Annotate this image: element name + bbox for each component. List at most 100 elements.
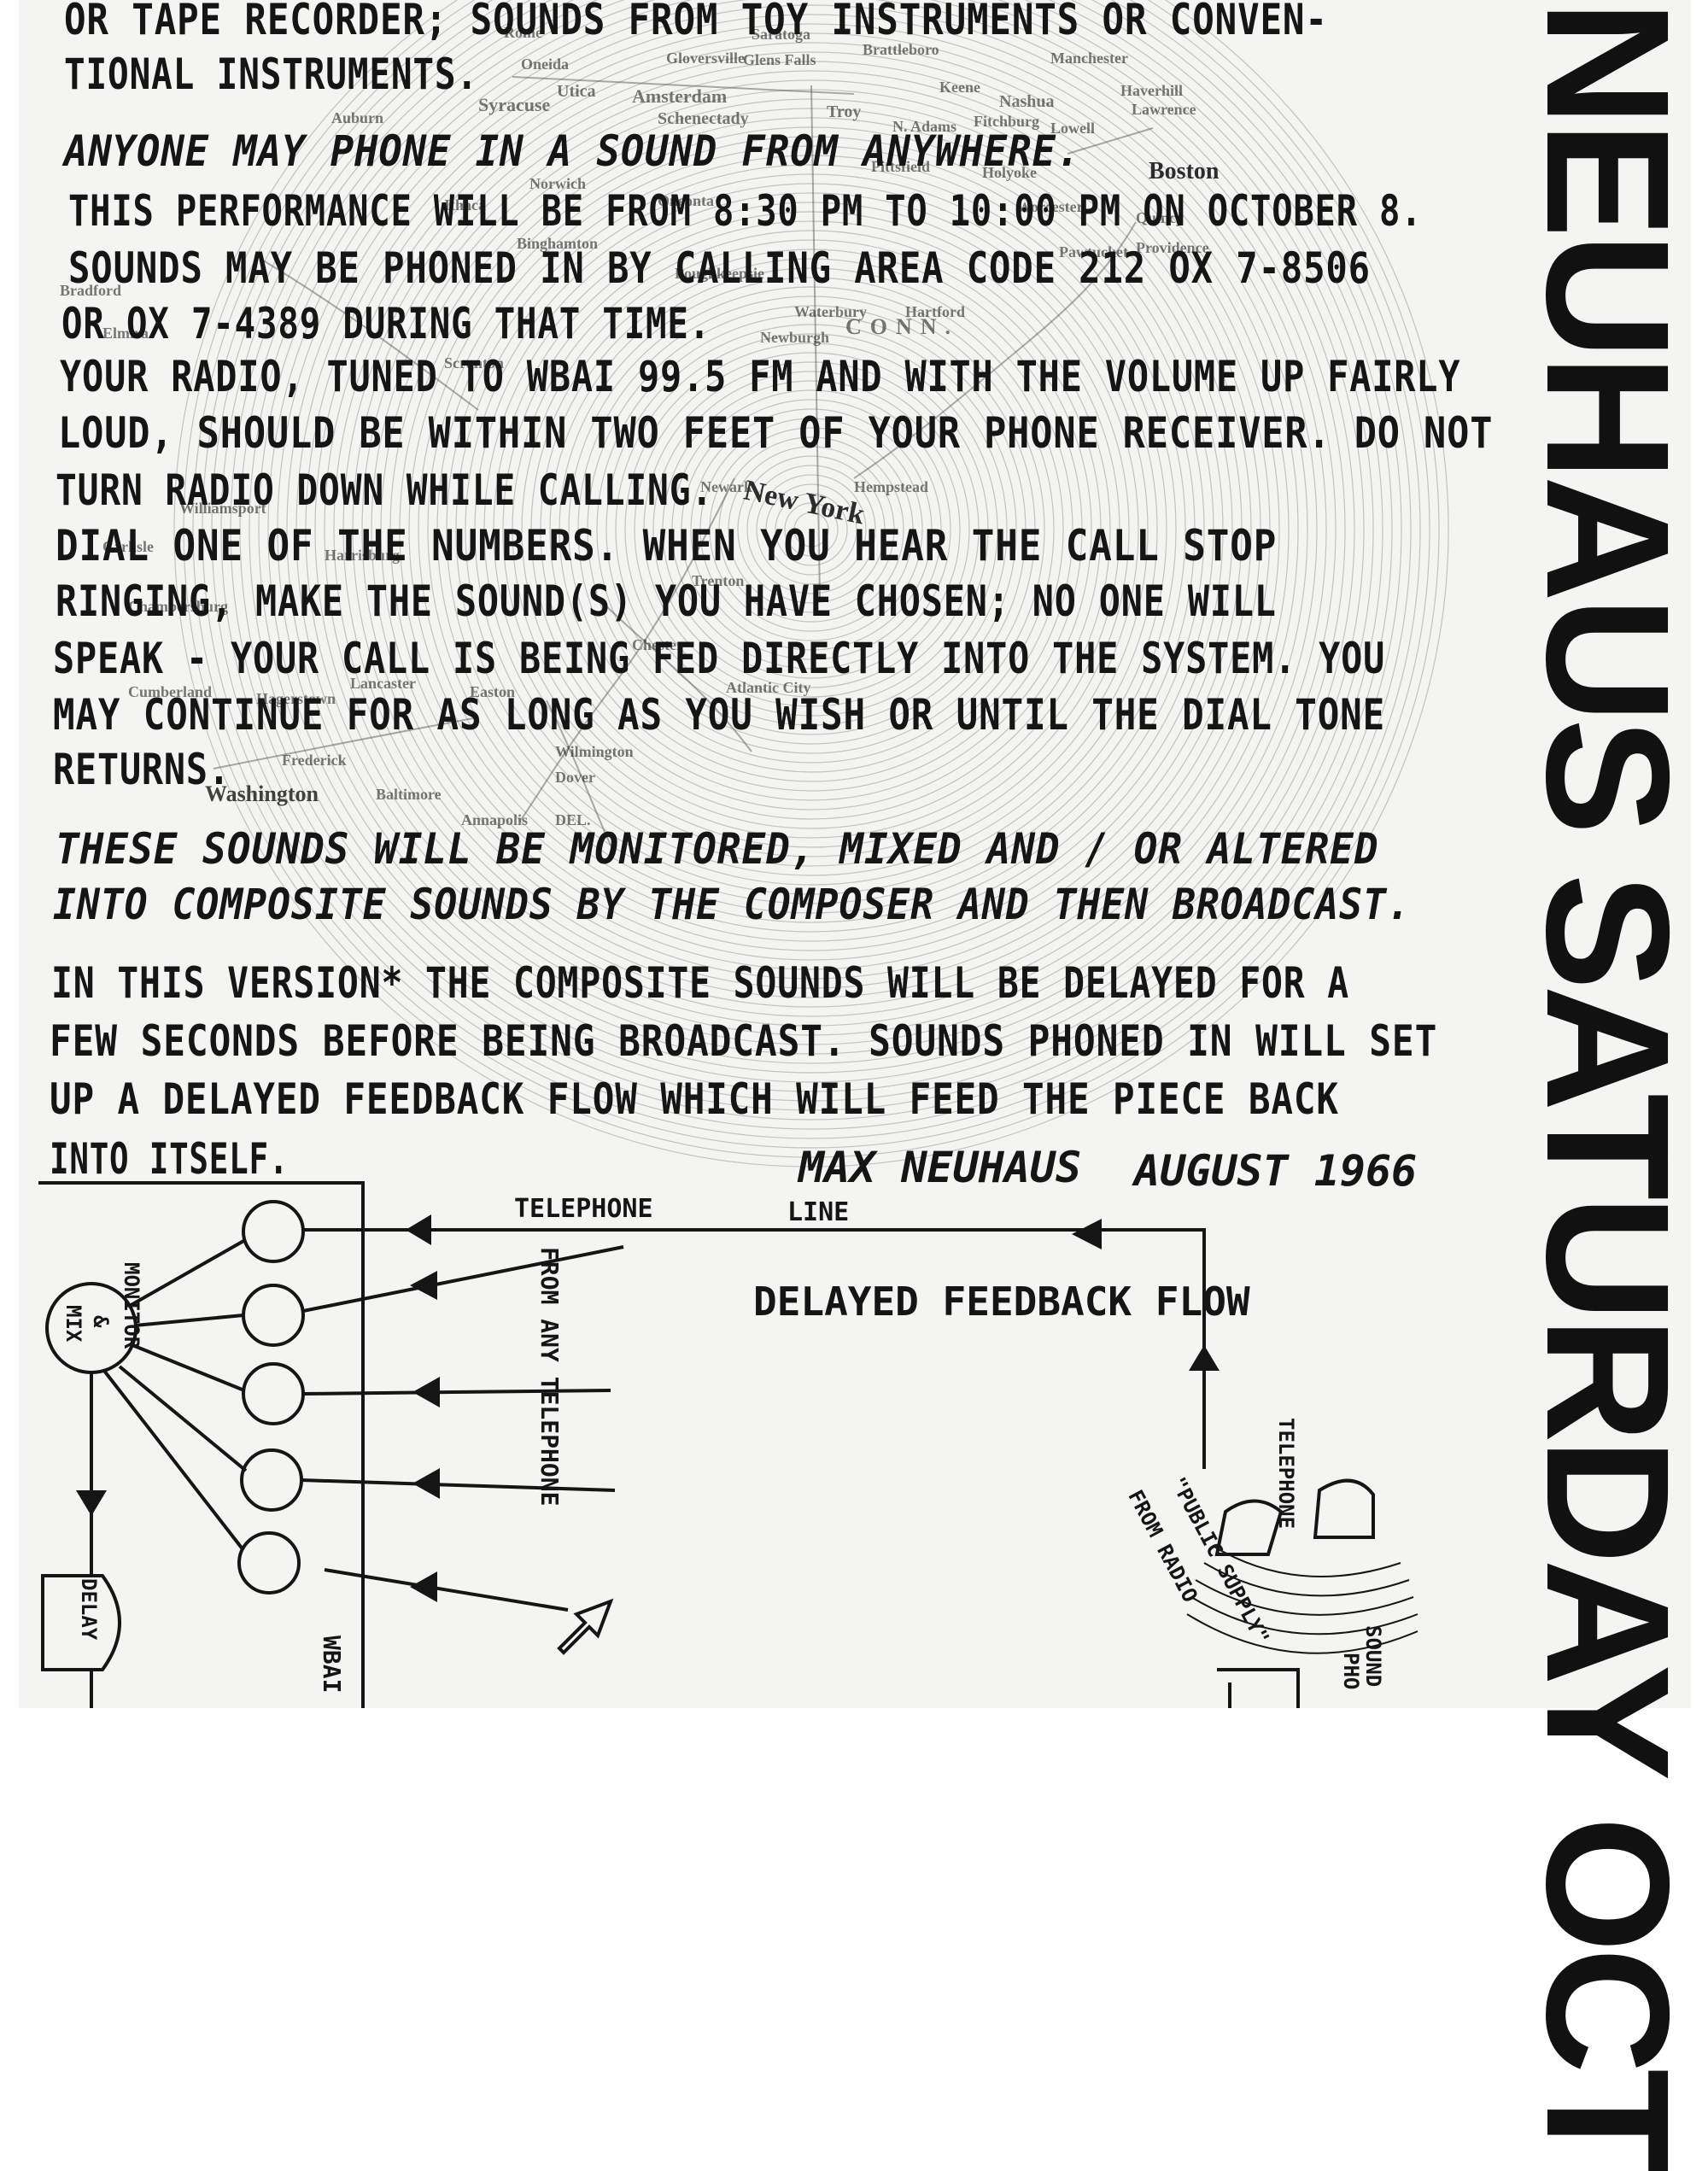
instruction-line: OR OX 7-4389 DURING THAT TIME.	[61, 299, 711, 348]
map-place-name: Harrisburg	[325, 547, 400, 564]
map-place-name: Lawrence	[1132, 101, 1196, 118]
delayed-feedback-flow-label: DELAYED FEEDBACK FLOW	[753, 1279, 1250, 1325]
concentric-ring	[530, 249, 1092, 810]
concentric-ring	[267, 0, 1355, 1074]
concentric-ring	[756, 474, 867, 585]
concentric-ring	[352, 70, 1271, 989]
delay-box	[41, 1574, 121, 1671]
map-place-name: Providence	[1136, 239, 1209, 256]
input-circle-4	[240, 1448, 303, 1512]
instruction-line: RINGING, MAKE THE SOUND(S) YOU HAVE CHOS…	[56, 576, 1277, 626]
signature-date: AUGUST 1966	[1134, 1146, 1418, 1196]
concentric-ring	[681, 399, 942, 660]
instruction-line: FEW SECONDS BEFORE BEING BROADCAST. SOUN…	[50, 1016, 1438, 1066]
concentric-ring	[568, 286, 1055, 773]
map-place-name: Schenectady	[658, 109, 749, 128]
map-road	[810, 85, 821, 599]
map-place-name: Manchester	[1050, 50, 1128, 67]
pho-label: PHO	[1339, 1653, 1363, 1690]
map-place-name: Waterbury	[794, 303, 867, 320]
map-place-name: Newburgh	[760, 329, 830, 346]
concentric-ring	[775, 493, 848, 566]
map-place-name: Baltimore	[376, 786, 442, 803]
map-place-name: Williamsport	[179, 500, 266, 517]
concentric-ring	[455, 173, 1167, 886]
map-place-name: Syracuse	[478, 94, 551, 115]
concentric-ring	[342, 61, 1280, 998]
instruction-line: THIS PERFORMANCE WILL BE FROM 8:30 PM TO…	[68, 186, 1423, 236]
map-road	[255, 255, 479, 411]
map-place-name: Atlantic City	[726, 679, 811, 696]
concentric-ring	[286, 4, 1337, 1055]
concentric-ring	[324, 42, 1299, 1017]
map-place-name: Glens Falls	[743, 51, 816, 68]
map-place-name: Quincy	[1136, 209, 1184, 226]
map-road	[1067, 127, 1154, 155]
concentric-ring	[718, 436, 904, 623]
map-place-name: Trenton	[692, 572, 745, 589]
map-road	[520, 477, 735, 821]
map-place-name: Keene	[939, 79, 980, 96]
map-place-name: Chambersburg	[128, 598, 229, 615]
concentric-ring	[737, 455, 886, 604]
instruction-line: OR TAPE RECORDER; SOUNDS FROM TOY INSTRU…	[64, 0, 1328, 44]
map-place-name: Washington	[205, 781, 319, 806]
map-place-name: Boston	[1149, 158, 1220, 184]
concentric-ring	[314, 32, 1308, 1027]
map-place-name: CONN.	[845, 314, 960, 339]
concentric-ring	[361, 79, 1261, 980]
concentric-ring	[662, 380, 961, 679]
concentric-ring	[211, 0, 1412, 1130]
instruction-line: MAY CONTINUE FOR AS LONG AS YOU WISH OR …	[53, 690, 1386, 740]
map-place-name: Rome	[504, 24, 542, 41]
input-circle-1	[242, 1200, 305, 1263]
concentric-ring	[258, 0, 1365, 1083]
map-road	[853, 221, 1137, 479]
instruction-line: INTO ITSELF.	[50, 1134, 290, 1184]
concentric-ring	[446, 164, 1177, 895]
concentric-ring	[671, 389, 951, 670]
map-place-name: Hempstead	[854, 478, 928, 495]
input-circle-5	[237, 1531, 301, 1595]
concentric-ring	[605, 324, 1017, 735]
delay-label: DELAY	[77, 1578, 101, 1641]
telephone-line-label: TELEPHONE	[514, 1194, 653, 1224]
instruction-line: SPEAK - YOUR CALL IS BEING FED DIRECTLY …	[53, 634, 1386, 683]
map-place-name: Bradford	[60, 282, 121, 299]
map-place-name: N. Adams	[892, 118, 957, 135]
map-road	[597, 597, 752, 752]
map-place-name: Frederick	[282, 752, 347, 769]
instruction-line: SOUNDS MAY BE PHONED IN BY CALLING AREA …	[68, 243, 1371, 293]
from-any-telephone-label: FROM ANY TELEPHONE	[535, 1247, 564, 1507]
concentric-ring	[493, 211, 1130, 848]
concentric-ring	[728, 446, 895, 613]
instruction-line: IN THIS VERSION* THE COMPOSITE SOUNDS WI…	[51, 958, 1350, 1008]
map-place-name: Newark	[700, 478, 752, 495]
map-place-name: Amsterdam	[632, 85, 728, 107]
map-place-name: Oneida	[521, 56, 570, 73]
concentric-ring	[624, 342, 998, 717]
map-place-name: Pittsfield	[871, 158, 930, 175]
concentric-ring	[474, 192, 1149, 867]
map-place-name: Auburn	[331, 109, 384, 126]
map-place-name: Lowell	[1050, 120, 1095, 137]
map-place-name: Utica	[557, 82, 596, 101]
map-place-name: Pawtucket	[1059, 243, 1128, 260]
map-place-name: Norwich	[529, 175, 586, 192]
concentric-ring	[652, 371, 970, 688]
sound-label: SOUND	[1361, 1625, 1385, 1688]
signature-author: MAX NEUHAUS	[798, 1143, 1082, 1192]
map-road	[213, 717, 479, 770]
instruction-line: RETURNS.	[53, 745, 231, 794]
input-circle-2	[242, 1284, 305, 1347]
map-place-name: Fitchburg	[974, 113, 1040, 130]
concentric-ring	[220, 0, 1402, 1121]
concentric-ring	[577, 296, 1045, 764]
instruction-line: DIAL ONE OF THE NUMBERS. WHEN YOU HEAR T…	[56, 521, 1278, 571]
concentric-ring	[549, 267, 1073, 792]
concentric-ring	[173, 0, 1449, 1167]
concentric-ring	[699, 418, 923, 641]
concentric-ring	[249, 0, 1374, 1092]
concentric-ring	[746, 465, 876, 594]
concentric-ring	[277, 0, 1346, 1064]
